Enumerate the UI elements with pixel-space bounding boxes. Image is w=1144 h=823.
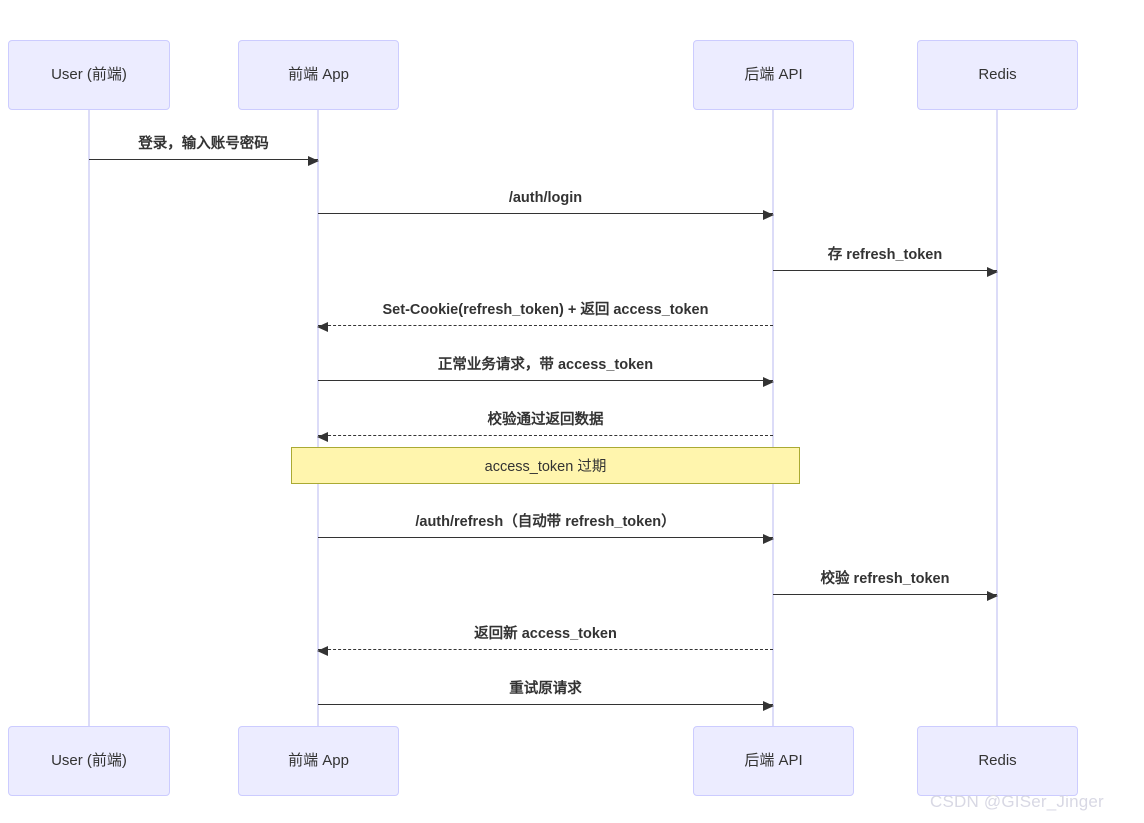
arrow-head-right-icon	[763, 209, 774, 220]
message-2: /auth/login	[318, 180, 774, 220]
message-10: 重试原请求	[318, 671, 774, 711]
message-label: /auth/refresh（自动带 refresh_token）	[415, 513, 676, 530]
message-5: 正常业务请求，带 access_token	[318, 347, 774, 387]
participant-redis-bottom[interactable]: Redis	[917, 726, 1078, 796]
participant-frontend-top[interactable]: 前端 App	[238, 40, 399, 110]
participant-label: 后端 API	[744, 752, 803, 769]
participant-label: User (前端)	[51, 752, 127, 769]
message-label: /auth/login	[508, 189, 583, 206]
watermark: CSDN @GISer_Jinger	[930, 792, 1104, 811]
message-label: Set-Cookie(refresh_token) + 返回 access_to…	[382, 301, 709, 318]
message-line-solid	[773, 594, 997, 595]
lifeline-backend	[772, 110, 774, 726]
message-label: 返回新 access_token	[474, 625, 617, 642]
arrow-head-left-icon	[317, 431, 328, 442]
message-line-dashed	[318, 435, 773, 436]
message-7: /auth/refresh（自动带 refresh_token）	[318, 504, 774, 544]
participant-label: 前端 App	[288, 66, 349, 83]
message-3: 存 refresh_token	[773, 237, 998, 277]
lifeline-frontend	[317, 110, 319, 726]
message-8: 校验 refresh_token	[773, 561, 998, 601]
arrow-head-left-icon	[317, 321, 328, 332]
message-line-solid	[773, 270, 997, 271]
message-label: 校验通过返回数据	[487, 411, 604, 428]
arrow-head-right-icon	[763, 533, 774, 544]
message-6: 校验通过返回数据	[317, 402, 773, 442]
note-box: access_token 过期	[291, 447, 800, 484]
message-label: 重试原请求	[509, 680, 582, 697]
message-9: 返回新 access_token	[317, 616, 773, 656]
arrow-head-right-icon	[763, 376, 774, 387]
arrow-head-right-icon	[987, 590, 998, 601]
participant-label: Redis	[978, 66, 1017, 83]
message-label: 登录，输入账号密码	[138, 135, 269, 152]
message-line-dashed	[318, 325, 773, 326]
message-line-solid	[89, 159, 318, 160]
participant-user-bottom[interactable]: User (前端)	[8, 726, 170, 796]
message-line-solid	[318, 704, 773, 705]
note-label: access_token 过期	[484, 459, 607, 475]
participant-redis-top[interactable]: Redis	[917, 40, 1078, 110]
message-line-solid	[318, 213, 773, 214]
participant-frontend-bottom[interactable]: 前端 App	[238, 726, 399, 796]
message-line-solid	[318, 380, 773, 381]
participant-backend-top[interactable]: 后端 API	[693, 40, 854, 110]
message-label: 存 refresh_token	[827, 246, 943, 263]
arrow-head-right-icon	[763, 700, 774, 711]
message-4: Set-Cookie(refresh_token) + 返回 access_to…	[317, 292, 773, 332]
arrow-head-left-icon	[317, 645, 328, 656]
message-line-solid	[318, 537, 773, 538]
participant-label: Redis	[978, 752, 1017, 769]
participant-user-top[interactable]: User (前端)	[8, 40, 170, 110]
lifeline-redis	[996, 110, 998, 726]
message-1: 登录，输入账号密码	[89, 126, 319, 166]
participant-label: User (前端)	[51, 66, 127, 83]
message-line-dashed	[318, 649, 773, 650]
participant-label: 后端 API	[744, 66, 803, 83]
participant-label: 前端 App	[288, 752, 349, 769]
arrow-head-right-icon	[308, 155, 319, 166]
arrow-head-right-icon	[987, 266, 998, 277]
lifeline-user	[88, 110, 90, 726]
message-label: 校验 refresh_token	[820, 570, 950, 587]
message-label: 正常业务请求，带 access_token	[437, 356, 654, 373]
participant-backend-bottom[interactable]: 后端 API	[693, 726, 854, 796]
